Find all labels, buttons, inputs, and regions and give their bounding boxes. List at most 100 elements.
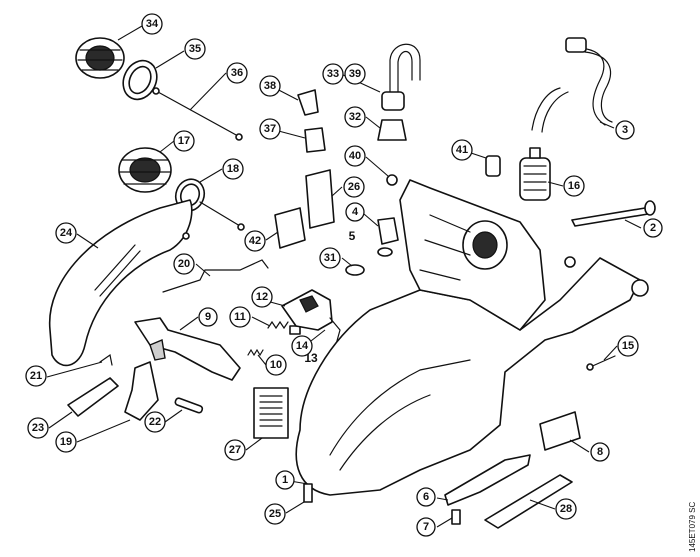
svg-text:20: 20 <box>178 258 190 270</box>
svg-text:27: 27 <box>229 444 241 456</box>
reference-code: 145ET079 SC <box>688 502 697 552</box>
svg-text:3: 3 <box>622 124 628 136</box>
svg-text:24: 24 <box>60 227 73 239</box>
part-25-screw <box>303 483 313 503</box>
part-8-label <box>539 411 581 451</box>
callout-27: 27 <box>224 439 246 461</box>
callout-25: 25 <box>264 503 286 525</box>
leader-lines <box>46 25 642 528</box>
callout-14: 14 <box>291 335 313 357</box>
callout-18: 18 <box>222 158 244 180</box>
svg-text:1: 1 <box>282 474 288 486</box>
callout-5: 5 <box>349 229 356 243</box>
svg-text:12: 12 <box>256 291 268 303</box>
callout-37: 37 <box>259 118 281 140</box>
part-40-screw <box>386 174 398 186</box>
part-37-grommet <box>304 127 326 153</box>
svg-text:2: 2 <box>650 222 656 234</box>
part-32-grommet <box>377 119 407 141</box>
callout-22: 22 <box>144 411 166 433</box>
svg-text:15: 15 <box>622 340 634 352</box>
part-27-decal <box>253 387 289 439</box>
part-6-bracket <box>444 454 531 506</box>
svg-text:39: 39 <box>349 68 361 80</box>
callout-28: 28 <box>555 498 577 520</box>
callout-33: 33 <box>322 63 344 85</box>
part-21-spring <box>99 353 113 366</box>
callout-40: 40 <box>344 145 366 167</box>
callout-38: 38 <box>259 75 281 97</box>
part-10-spring <box>247 348 264 357</box>
part-16-fuel-filter <box>519 147 551 201</box>
part-12-switch-shaft <box>281 289 333 331</box>
callout-10: 10 <box>265 354 287 376</box>
part-1-handle-housing <box>295 179 649 496</box>
callout-35: 35 <box>184 38 206 60</box>
part-17-filler-cap <box>118 147 172 193</box>
svg-text:7: 7 <box>423 521 429 533</box>
part-38-grommet <box>297 89 319 116</box>
callout-3: 3 <box>615 120 635 140</box>
svg-text:18: 18 <box>227 163 239 175</box>
svg-text:35: 35 <box>189 43 201 55</box>
svg-text:40: 40 <box>349 150 361 162</box>
callout-8: 8 <box>590 442 610 462</box>
svg-text:5: 5 <box>349 229 356 243</box>
part-5-washer <box>377 247 393 257</box>
callout-4: 4 <box>345 202 365 222</box>
part-9-throttle-lever <box>134 317 241 381</box>
callout-12: 12 <box>251 286 273 308</box>
callout-31: 31 <box>319 247 341 269</box>
callout-11: 11 <box>229 306 251 328</box>
svg-text:6: 6 <box>423 491 429 503</box>
svg-text:32: 32 <box>349 111 361 123</box>
part-31-washer <box>345 264 365 276</box>
svg-text:14: 14 <box>296 340 309 352</box>
part-3-fuel-hose <box>531 37 613 133</box>
svg-text:36: 36 <box>231 67 243 79</box>
callout-15: 15 <box>617 335 639 357</box>
part-2-bolt <box>571 200 656 227</box>
callout-26: 26 <box>343 176 365 198</box>
svg-text:38: 38 <box>264 80 276 92</box>
svg-text:25: 25 <box>269 508 281 520</box>
svg-text:9: 9 <box>205 311 211 323</box>
svg-text:26: 26 <box>348 181 360 193</box>
svg-text:23: 23 <box>32 422 44 434</box>
part-15-screw <box>586 355 616 371</box>
svg-text:10: 10 <box>270 359 282 371</box>
part-23-lockout-lever <box>67 377 119 417</box>
callout-34: 34 <box>141 13 163 35</box>
part-39-hose <box>381 43 421 111</box>
svg-text:28: 28 <box>560 503 572 515</box>
part-42-decal <box>274 207 306 249</box>
svg-text:17: 17 <box>178 135 190 147</box>
callout-20: 20 <box>173 253 195 275</box>
part-24-cover <box>48 199 193 367</box>
part-4-valve <box>377 217 399 245</box>
part-26-decal <box>305 169 335 229</box>
svg-text:8: 8 <box>597 446 603 458</box>
part-22-pin <box>174 397 204 414</box>
callout-7: 7 <box>416 517 436 537</box>
callout-2: 2 <box>643 218 663 238</box>
part-41-plug <box>485 155 501 177</box>
callout-39: 39 <box>344 63 366 85</box>
part-7-screw <box>451 509 461 525</box>
callout-21: 21 <box>25 365 47 387</box>
part-34-filler-cap <box>75 37 125 79</box>
svg-text:41: 41 <box>456 144 468 156</box>
callout-36: 36 <box>226 62 248 84</box>
svg-text:34: 34 <box>146 18 159 30</box>
svg-text:42: 42 <box>249 235 261 247</box>
part-28-strip <box>484 474 573 529</box>
callout-32: 32 <box>344 106 366 128</box>
svg-text:16: 16 <box>568 180 580 192</box>
callout-42: 42 <box>244 230 266 252</box>
svg-text:19: 19 <box>60 436 72 448</box>
callout-19: 19 <box>55 431 77 453</box>
callout-17: 17 <box>173 130 195 152</box>
svg-text:37: 37 <box>264 123 276 135</box>
svg-text:11: 11 <box>234 311 246 323</box>
